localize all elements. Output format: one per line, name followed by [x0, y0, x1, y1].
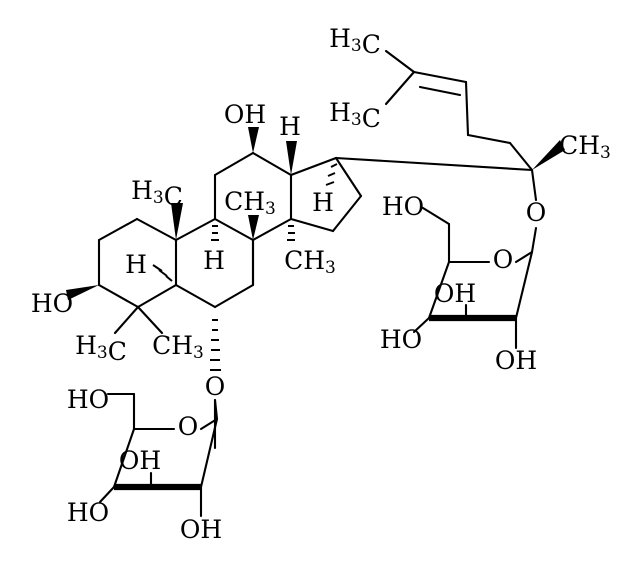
- atom-label-sugar-left-oh3: OH: [119, 446, 161, 475]
- hash-c6-o: [210, 319, 221, 371]
- bond-c6-c5: [174, 283, 217, 309]
- bond-c25-c24-outer: [412, 70, 468, 84]
- bond-c17-c16: [334, 156, 363, 198]
- bond-sugarR-c6-oh: [421, 206, 451, 226]
- bond-c16-c15: [331, 194, 363, 233]
- hash-c9-h: [211, 225, 219, 241]
- bond-sugarL-c1-o: [213, 398, 219, 421]
- bond-sugarR-o-c1: [514, 250, 534, 264]
- hash-c17-h: [325, 163, 338, 186]
- atom-label-ch3-c4b: CH3: [152, 331, 204, 363]
- atom-label-sugar-right-oring: O: [493, 245, 514, 274]
- bond-sugarL-c4-oh: [98, 485, 116, 504]
- wedge-c8-ch3: [248, 215, 259, 240]
- atom-label-ch3-quaternary: CH3: [559, 131, 611, 163]
- bond-sugarR-c5-c4: [427, 260, 451, 320]
- atom-label-sugar-right-ho6: HO: [382, 192, 424, 221]
- bond-c2-c10: [135, 217, 178, 242]
- bond-c25-c24-inner: [418, 85, 462, 97]
- bond-c7-c6: [213, 283, 255, 309]
- atom-label-h-c13: H: [279, 112, 301, 141]
- side-chain-group: [334, 49, 565, 202]
- atom-label-sugar-left-oh2: OH: [180, 515, 222, 544]
- wedge-c10-ch3: [171, 203, 183, 240]
- bond-sugarR-c1-o: [530, 226, 538, 254]
- atom-label-sugar-right-oh2: OH: [495, 346, 537, 375]
- bond-c4-me-a: [113, 305, 140, 335]
- bond-c4-c3: [97, 283, 140, 309]
- bond-me2-to-c25: [384, 70, 416, 106]
- atom-label-h-c9: H: [203, 246, 225, 275]
- atom-label-ho-c3: HO: [31, 289, 73, 318]
- bond-c5-c4: [136, 283, 178, 309]
- atom-label-oh-c12: OH: [224, 100, 266, 129]
- atom-label-ch3-c14: CH3: [284, 246, 336, 278]
- bond-c10-c9: [174, 217, 217, 242]
- atom-label-sugar-right-ho4: HO: [380, 325, 422, 354]
- sugar-right-group: [412, 206, 538, 350]
- bond-sugarR-c1-c2: [514, 250, 534, 320]
- atom-label-o-glyco-c6: O: [205, 372, 226, 401]
- atom-label-sugar-left-oring: O: [178, 412, 199, 441]
- bond-c12-c13: [251, 151, 293, 177]
- atom-label-o-glyco-c20: O: [526, 198, 547, 227]
- bond-sugarL-c1-c2: [199, 417, 219, 489]
- atom-label-h3c-sidechain-top: H3C: [329, 24, 381, 59]
- atom-label-sugar-left-ho6: HO: [67, 385, 109, 414]
- atom-label-sugar-left-ho4: HO: [67, 498, 109, 527]
- wedge-c3-oh: [66, 285, 99, 300]
- hash-c14-ch3: [287, 225, 295, 241]
- atom-label-h3c-c10: H3C: [131, 176, 183, 211]
- bond-c20-c17-long: [334, 156, 534, 172]
- bond-c15-c14: [289, 217, 335, 233]
- bond-c9-c8: [213, 217, 255, 242]
- sugar-left-group: [98, 392, 219, 518]
- bond-c23-c22: [466, 133, 512, 145]
- bond-c13-c17: [289, 156, 338, 177]
- bond-c22-c20: [508, 141, 534, 172]
- atom-label-h-c17: H: [312, 188, 334, 217]
- atom-label-h3c-sidechain-lower: H3C: [329, 98, 381, 133]
- wedge-c12-oh: [248, 127, 259, 153]
- wedge-c13-h: [286, 141, 297, 175]
- bond-c24-c23: [464, 80, 470, 137]
- bond-me-to-c25: [384, 49, 416, 74]
- atom-label-h3c-c4a: H3C: [75, 331, 127, 366]
- atom-label-sugar-right-oh3: OH: [434, 279, 476, 308]
- bond-sugarL-o-c1: [199, 417, 219, 431]
- bond-c11-c12: [213, 151, 255, 177]
- bond-sugarR-c4-oh: [412, 316, 431, 334]
- bond-c4-me-b: [136, 305, 164, 335]
- bond-c8-c14a: [251, 217, 293, 242]
- bond-c20-o: [530, 168, 538, 202]
- bond-c1-c2: [97, 217, 139, 242]
- atom-label-h-c5: H: [125, 250, 147, 279]
- wedge-c20-ch3: [532, 140, 565, 170]
- bond-sugarL-c5-c4: [112, 427, 136, 489]
- hash-c5-h: [152, 264, 173, 282]
- atom-label-ch3-c8: CH3: [224, 187, 276, 219]
